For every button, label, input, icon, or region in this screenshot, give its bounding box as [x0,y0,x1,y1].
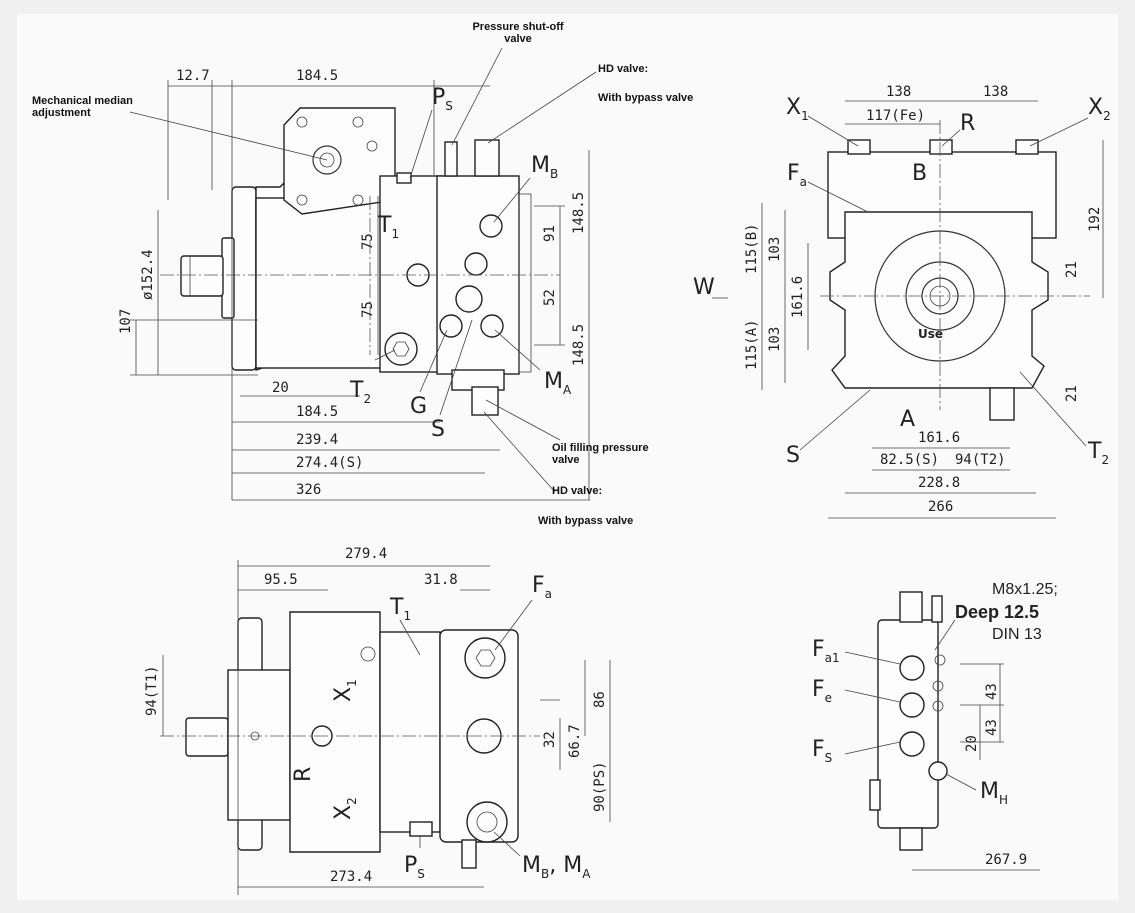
dim-184-5-bottom: 184.5 [296,404,338,420]
dim-82-5-s: 82.5(S) [880,452,939,468]
dim-279-4: 279.4 [345,546,387,562]
port-fa-label: Fa [787,161,807,189]
dim-32: 32 [542,731,558,748]
port-fs-label: FS [812,737,832,765]
port-x2-top-label: X2 [331,797,359,820]
dim-75-upper: 75 [360,233,376,250]
port-s-label: S [431,417,445,442]
valve-detail-view: M8x1.25; Deep 12.5 DIN 13 43 43 20 267.9… [812,581,1058,871]
dim-117-fe: 117(Fe) [866,108,925,124]
dim-66-7: 66.7 [567,724,583,758]
dim-103-upper: 103 [767,237,783,262]
dim-90-ps: 90(PS) [592,761,608,812]
dim-148-5-lower: 148.5 [571,324,587,366]
note-din: DIN 13 [992,626,1042,643]
callout-hd-valve-top: HD valve: [598,63,648,75]
dim-20-valve: 20 [964,735,980,752]
dim-43-upper: 43 [984,683,1000,700]
dim-326: 326 [296,482,321,498]
port-t2-label: T2 [349,378,371,406]
dim-21-lower: 21 [1064,385,1080,402]
port-mh-label: MH [980,779,1008,807]
dim-43-lower: 43 [984,719,1000,736]
port-fe-label: Fe [812,677,832,705]
dim-75-lower: 75 [360,301,376,318]
port-s-front-label: S [786,443,800,468]
dim-274-4-s: 274.4(S) [296,455,363,471]
front-engraving: Use [918,327,943,341]
port-r-top-label: R [291,767,316,782]
port-t2-front-label: T2 [1087,439,1109,467]
port-x1-label: X1 [786,95,809,123]
dim-239-4: 239.4 [296,432,338,448]
dim-94-t1: 94(T1) [144,665,160,716]
dim-95-5: 95.5 [264,572,298,588]
port-t1-top-label: T1 [389,595,411,623]
dim-dia-152-4: ø152.4 [140,249,156,300]
dim-94-t2: 94(T2) [955,452,1006,468]
view-w-label: W [693,275,715,300]
dim-21-upper: 21 [1064,261,1080,278]
port-x1-top-label: X1 [331,679,359,702]
callout-bypass-top: With bypass valve [598,92,693,104]
dim-115-a: 115(A) [744,319,760,370]
port-r-label: R [960,111,975,136]
dim-138-right: 138 [983,84,1008,100]
dim-184-5-top: 184.5 [296,68,338,84]
port-mb-label: MB [531,153,558,181]
port-ps-label: PS [432,85,453,113]
port-fa-top-label: Fa [532,573,552,601]
dim-103-lower: 103 [767,327,783,352]
dim-20: 20 [272,380,289,396]
port-ma-label: MA [544,369,572,397]
dim-228-8: 228.8 [918,475,960,491]
dim-12-7: 12.7 [176,68,210,84]
top-view: 279.4 95.5 31.8 94(T1) 86 32 66.7 90(PS)… [144,546,611,895]
dim-86: 86 [592,691,608,708]
note-thread: M8x1.25; [992,581,1058,598]
dim-266: 266 [928,499,953,515]
port-g-label: G [410,394,427,419]
dim-107: 107 [118,309,134,334]
dim-148-5-upper: 148.5 [571,192,587,234]
dim-91: 91 [542,225,558,242]
port-ps-top-label: PS [404,853,425,881]
callout-hd-valve-bottom: HD valve: [552,485,602,497]
port-x2-label: X2 [1088,95,1111,123]
dim-138-left: 138 [886,84,911,100]
port-a-label: A [900,407,915,432]
dim-161-6-vert: 161.6 [790,276,806,318]
dim-52: 52 [542,289,558,306]
side-view: 12.7 184.5 148.5 91 52 148.5 75 75 ø152.… [118,47,597,501]
dim-267-9: 267.9 [985,852,1027,868]
dim-273-4: 273.4 [330,869,372,885]
dim-115-b: 115(B) [744,223,760,274]
port-fa1-label: Fa1 [812,637,840,665]
front-view: Use 138 138 117(Fe) 192 115(B) 103 161.6… [693,84,1111,519]
port-t1-label: T1 [377,213,399,241]
port-b-label: B [912,161,927,186]
dim-161-6-horiz: 161.6 [918,430,960,446]
dim-31-8: 31.8 [424,572,458,588]
note-deep: Deep 12.5 [955,602,1039,622]
dim-192: 192 [1087,207,1103,232]
callout-bypass-bottom: With bypass valve [538,515,633,527]
port-mb-ma-label: MB, MA [522,853,591,881]
